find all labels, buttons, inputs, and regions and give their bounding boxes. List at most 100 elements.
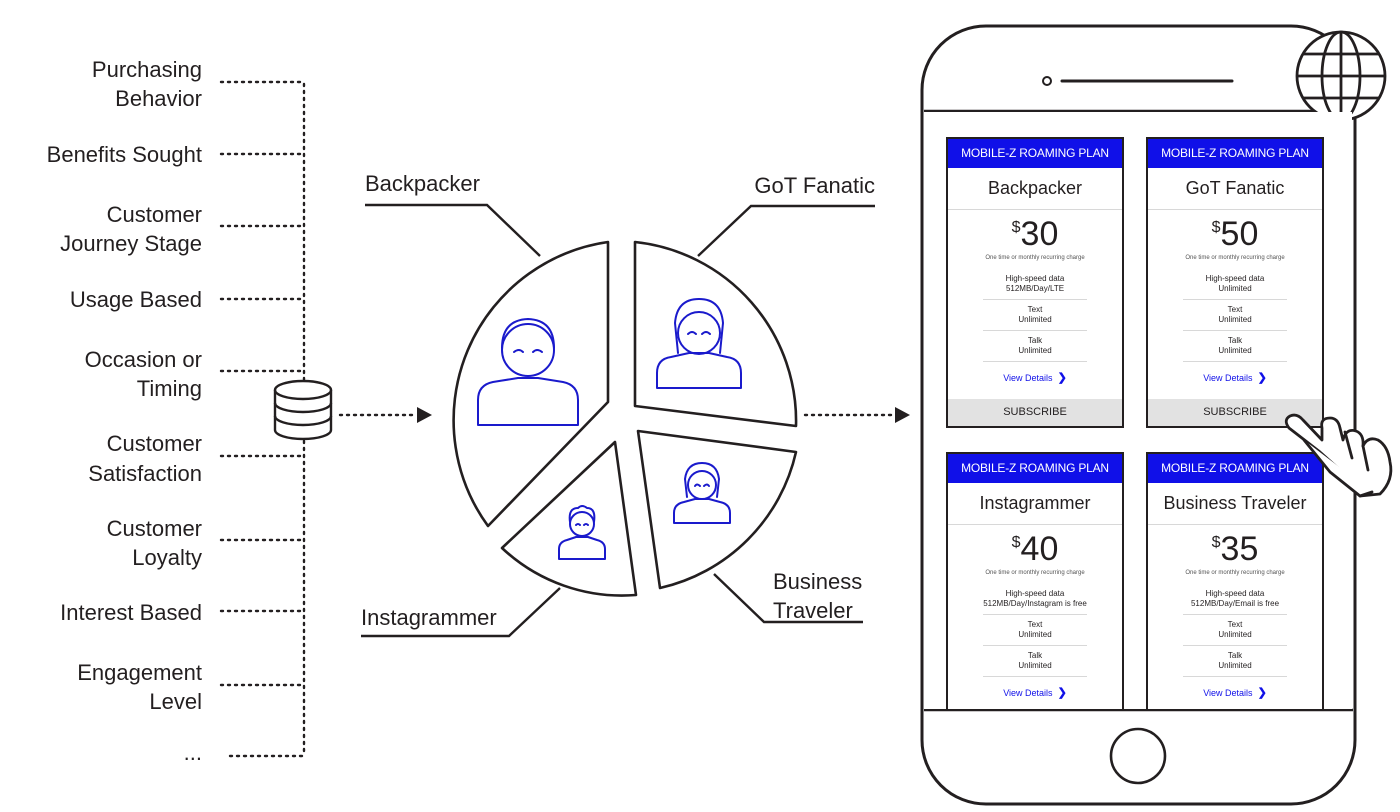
criterion-line: Level [149, 689, 202, 714]
criterion-line: Customer [107, 431, 202, 456]
subscribe-button[interactable]: SUBSCRIBE [948, 399, 1122, 426]
arrow-right-icon [803, 407, 910, 423]
criterion-line: Satisfaction [88, 461, 202, 486]
plan-banner: MOBILE-Z ROAMING PLAN [1148, 139, 1322, 168]
plan-banner: MOBILE-Z ROAMING PLAN [1148, 454, 1322, 483]
view-details-label: View Details [1203, 688, 1253, 698]
criterion-line: Customer [107, 516, 202, 541]
chevron-right-icon: ❯ [1057, 372, 1067, 384]
criterion-line: Customer [107, 202, 202, 227]
plan-card-instagrammer[interactable]: MOBILE-Z ROAMING PLAN Instagrammer $40 O… [946, 452, 1124, 709]
feature-name: High-speed data [1005, 589, 1065, 598]
criterion-usage-based: Usage Based [70, 287, 202, 312]
criterion-line: Occasion or [85, 347, 202, 372]
criterion-occasion-or-timing: Occasion or Timing [85, 347, 202, 401]
segment-label-business-traveler: Business [773, 569, 862, 594]
feature-value: 512MB/Day/Email is free [1190, 599, 1280, 608]
plan-price: $40 [948, 531, 1122, 567]
charge-note: One time or monthly recurring charge [1185, 570, 1285, 576]
criterion-line: Behavior [115, 86, 202, 111]
charge-note: One time or monthly recurring charge [985, 255, 1085, 261]
plan-card-got-fanatic[interactable]: MOBILE-Z ROAMING PLAN GoT Fanatic $50 On… [1146, 137, 1324, 428]
person-icon [477, 318, 579, 426]
feature-value: Unlimited [1218, 346, 1252, 355]
home-button[interactable] [1109, 727, 1167, 785]
criterion-line: Loyalty [132, 545, 202, 570]
phone-screen: MOBILE-Z ROAMING PLAN Backpacker $30 One… [924, 112, 1352, 709]
view-details-label: View Details [1203, 373, 1253, 383]
criterion-customer-satisfaction: Customer Satisfaction [88, 431, 202, 486]
plan-card-business-traveler[interactable]: MOBILE-Z ROAMING PLAN Business Traveler … [1146, 452, 1324, 709]
feature-value: Unlimited [1018, 315, 1052, 324]
criterion-purchasing-behavior: Purchasing Behavior [92, 57, 202, 111]
pie-slice-backpacker [452, 240, 610, 528]
plan-title: Backpacker [948, 168, 1122, 210]
chevron-right-icon: ❯ [1257, 687, 1267, 699]
pointing-hand-icon [1284, 413, 1393, 498]
view-details-link[interactable]: View Details ❯ [948, 370, 1122, 386]
charge-note: One time or monthly recurring charge [985, 570, 1085, 576]
feature-value: 512MB/Day/LTE [1005, 284, 1065, 293]
view-details-link[interactable]: View Details ❯ [1148, 685, 1322, 701]
view-details-label: View Details [1003, 688, 1053, 698]
price-value: 40 [1020, 530, 1059, 568]
feature-name: Talk [1227, 651, 1243, 660]
price-value: 30 [1020, 215, 1059, 253]
feature-name: Talk [1027, 651, 1043, 660]
plan-title: Business Traveler [1148, 483, 1322, 525]
segment-labels: Backpacker GoT Fanatic Instagrammer Busi… [361, 171, 875, 638]
person-icon [656, 298, 742, 389]
segment-label-backpacker: Backpacker [365, 171, 480, 196]
price-value: 35 [1220, 530, 1259, 568]
feature-name: High-speed data [1005, 274, 1065, 283]
plan-price: $50 [1148, 216, 1322, 252]
person-icon [673, 462, 731, 524]
currency-symbol: $ [1211, 534, 1221, 551]
currency-symbol: $ [1211, 219, 1221, 236]
plan-price: $30 [948, 216, 1122, 252]
criterion-line: Engagement [77, 660, 202, 685]
criterion-interest-based: Interest Based [60, 600, 202, 625]
plan-title: Instagrammer [948, 483, 1122, 525]
feature-name: Text [1227, 620, 1243, 629]
criterion-benefits-sought: Benefits Sought [47, 142, 202, 167]
criterion-line: Timing [137, 376, 202, 401]
plan-banner: MOBILE-Z ROAMING PLAN [948, 454, 1122, 483]
criterion-line: Purchasing [92, 57, 202, 82]
feature-value: Unlimited [1018, 346, 1052, 355]
feature-name: Text [1027, 620, 1043, 629]
chevron-right-icon: ❯ [1057, 687, 1067, 699]
segment-label-business-traveler: Traveler [773, 598, 853, 623]
arrow-right-icon [338, 407, 432, 423]
criterion-more: ... [184, 740, 202, 765]
view-details-link[interactable]: View Details ❯ [948, 685, 1122, 701]
criteria-list: Purchasing Behavior Benefits Sought Cust… [47, 57, 202, 765]
feature-name: Talk [1227, 336, 1243, 345]
pie-slice-business-traveler [636, 429, 798, 590]
feature-value: 512MB/Day/Instagram is free [983, 599, 1087, 608]
price-value: 50 [1220, 215, 1259, 253]
view-details-label: View Details [1003, 373, 1053, 383]
feature-value: Unlimited [1018, 661, 1052, 670]
feature-name: High-speed data [1205, 274, 1265, 283]
feature-value: Unlimited [1218, 630, 1252, 639]
feature-value: Unlimited [1018, 630, 1052, 639]
view-details-link[interactable]: View Details❯ [1148, 370, 1322, 386]
segment-label-got-fanatic: GoT Fanatic [754, 173, 875, 198]
feature-value: Unlimited [1218, 315, 1252, 324]
globe-icon [1295, 30, 1387, 122]
feature-name: Text [1027, 305, 1043, 314]
database-icon [273, 379, 333, 441]
plan-card-backpacker[interactable]: MOBILE-Z ROAMING PLAN Backpacker $30 One… [946, 137, 1124, 428]
feature-name: Talk [1027, 336, 1043, 345]
